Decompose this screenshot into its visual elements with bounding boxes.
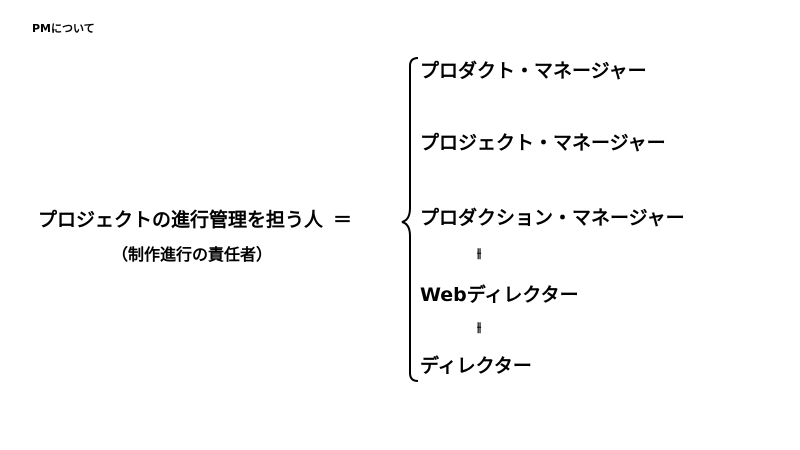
equivalence-symbol: ⫲	[477, 320, 482, 335]
main-term-row: プロジェクトの進行管理を担う人 ＝	[38, 207, 352, 233]
main-term-text: プロジェクトの進行管理を担う人	[38, 209, 324, 231]
role-web-director: Webディレクター	[420, 284, 579, 306]
role-project-manager: プロジェクト・マネージャー	[420, 132, 666, 154]
sub-term-text: （制作進行の責任者）	[112, 245, 273, 264]
role-director: ディレクター	[420, 355, 532, 377]
page-title: PMについて	[32, 22, 95, 35]
role-production-manager: プロダクション・マネージャー	[420, 207, 685, 229]
brace-path	[401, 57, 419, 382]
equals-sign: ＝	[333, 209, 353, 231]
role-product-manager: プロダクト・マネージャー	[420, 60, 647, 82]
equivalence-symbol: ⫲	[477, 246, 482, 261]
